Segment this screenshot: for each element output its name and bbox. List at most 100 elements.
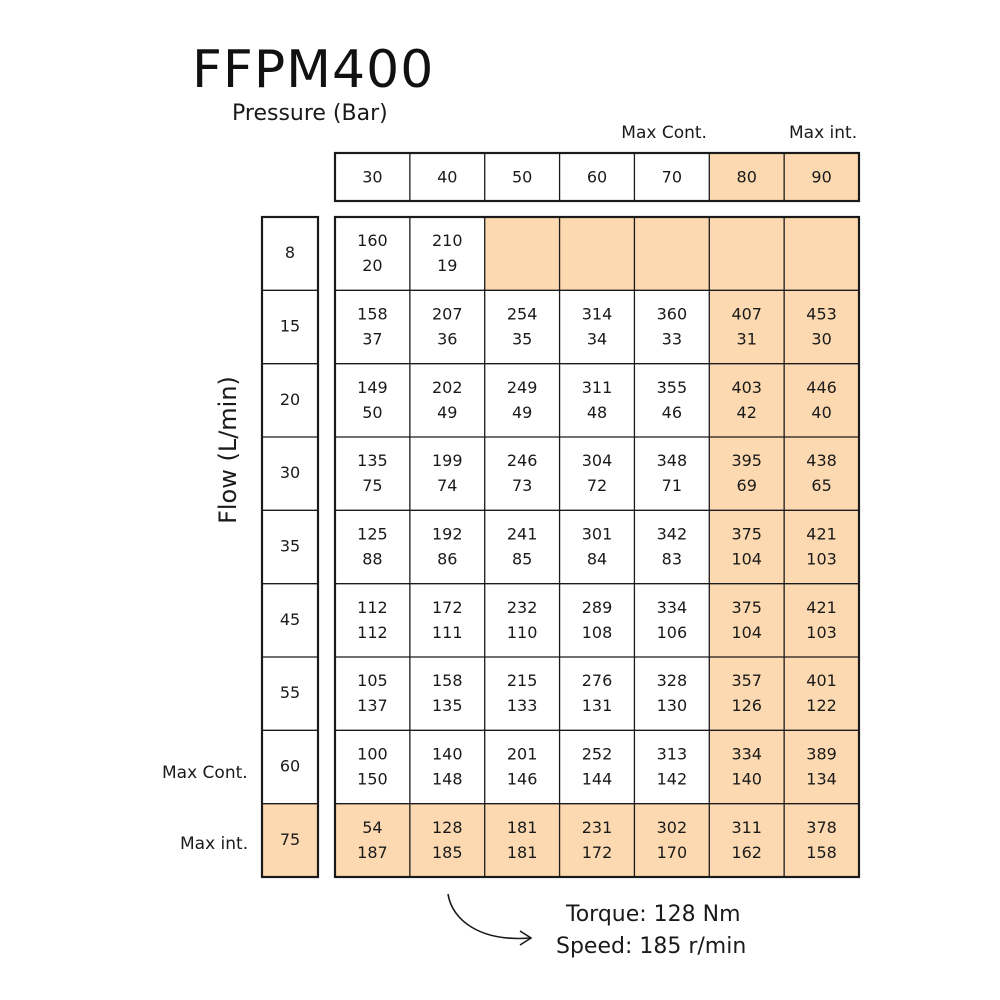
cell-highlight [784,803,859,877]
torque-value: 342 [657,525,688,544]
top-marker-max-cont: Max Cont. [621,123,707,143]
torque-value: 232 [507,598,538,617]
header-highlight [709,153,785,201]
flow-tick-label: 8 [285,243,295,262]
speed-value: 88 [362,550,382,569]
speed-value: 84 [587,550,607,569]
torque-value: 100 [357,745,388,764]
speed-value: 35 [512,330,532,349]
speed-value: 111 [432,623,463,642]
flow-column-border [260,215,320,879]
cell-highlight [709,730,785,804]
torque-value: 158 [357,305,388,324]
speed-value: 72 [587,476,607,495]
chart-title: FFPM400 [192,40,435,100]
pressure-tick-label: 60 [587,168,607,187]
torque-value: 438 [806,451,837,470]
cell-highlight [634,217,710,291]
speed-value: 71 [662,476,682,495]
flow-tick-label: 35 [280,537,300,556]
torque-value: 158 [432,671,463,690]
torque-value: 357 [731,671,762,690]
flow-tick-label: 30 [280,463,300,482]
torque-value: 334 [657,598,688,617]
speed-legend: Speed: 185 r/min [556,934,747,959]
torque-value: 241 [507,525,538,544]
cell-highlight [784,583,859,657]
speed-value: 106 [657,623,688,642]
speed-value: 50 [362,403,382,422]
cell-highlight [784,510,859,584]
speed-value: 20 [362,256,382,275]
speed-value: 49 [437,403,457,422]
cell-highlight [335,803,410,877]
torque-value: 360 [657,305,688,324]
torque-value: 375 [731,525,762,544]
pressure-tick-label: 80 [737,168,757,187]
flow-highlight [262,803,318,877]
torque-value: 172 [432,598,463,617]
torque-value: 201 [507,745,538,764]
speed-value: 181 [507,843,538,862]
speed-value: 83 [662,550,682,569]
torque-value: 421 [806,525,837,544]
speed-value: 48 [587,403,607,422]
torque-value: 199 [432,451,463,470]
flow-tick-label: 45 [280,610,300,629]
torque-value: 301 [582,525,613,544]
side-marker-max-int: Max int. [180,834,249,855]
torque-value: 355 [657,378,688,397]
torque-value: 254 [507,305,538,324]
speed-value: 133 [507,696,538,715]
speed-value: 31 [737,330,757,349]
torque-value: 311 [731,818,762,837]
speed-value: 140 [731,770,762,789]
torque-value: 407 [731,305,762,324]
torque-value: 54 [362,818,382,837]
cell-highlight [484,217,560,291]
speed-value: 108 [582,623,613,642]
torque-value: 125 [357,525,388,544]
speed-value: 130 [657,696,688,715]
speed-value: 148 [432,770,463,789]
speed-value: 110 [507,623,538,642]
torque-value: 160 [357,231,388,250]
cell-highlight [709,510,785,584]
torque-value: 304 [582,451,613,470]
speed-value: 142 [657,770,688,789]
torque-value: 105 [357,671,388,690]
torque-value: 389 [806,745,837,764]
speed-value: 34 [587,330,607,349]
torque-value: 403 [731,378,762,397]
speed-value: 19 [437,256,457,275]
torque-value: 249 [507,378,538,397]
speed-value: 75 [362,476,382,495]
speed-value: 42 [737,403,757,422]
speed-value: 36 [437,330,457,349]
body-border [333,215,861,879]
pressure-tick-label: 70 [662,168,682,187]
torque-value: 314 [582,305,613,324]
speed-value: 122 [806,696,837,715]
cell-highlight [409,803,485,877]
torque-value: 210 [432,231,463,250]
torque-value: 128 [432,818,463,837]
speed-value: 187 [357,843,388,862]
torque-value: 348 [657,451,688,470]
cell-highlight [559,803,635,877]
torque-value: 149 [357,378,388,397]
cell-highlight [484,803,560,877]
torque-value: 252 [582,745,613,764]
pressure-tick-label: 50 [512,168,532,187]
cell-highlight [559,217,635,291]
speed-value: 74 [437,476,457,495]
speed-value: 126 [731,696,762,715]
flow-tick-label: 60 [280,757,300,776]
speed-value: 112 [357,623,388,642]
flow-tick-label: 15 [280,317,300,336]
speed-value: 144 [582,770,613,789]
speed-value: 172 [582,843,613,862]
torque-value: 112 [357,598,388,617]
torque-value: 135 [357,451,388,470]
